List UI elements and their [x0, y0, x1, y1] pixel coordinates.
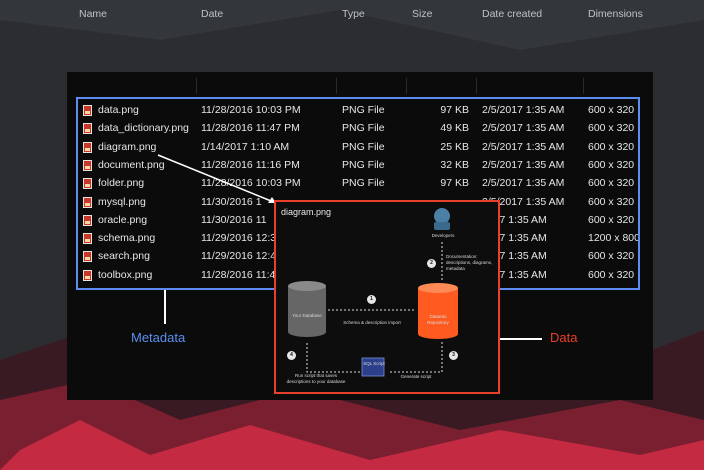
- png-file-icon: [83, 141, 92, 153]
- file-row[interactable]: data_dictionary.png 11/28/2016 11:47 PM PN…: [79, 120, 639, 138]
- data-label: Data: [550, 330, 578, 345]
- documentation-label: Documentation: descriptions, diagrams, m…: [446, 254, 493, 271]
- column-divider[interactable]: [583, 78, 584, 94]
- step-badge: 4: [287, 351, 296, 360]
- file-name: document.png: [98, 158, 165, 171]
- file-row[interactable]: folder.png 11/28/2016 10:03 PM PNG File 97 …: [79, 175, 639, 193]
- file-date: 11/30/2016 11: [201, 213, 267, 226]
- file-type: PNG File: [342, 122, 385, 135]
- sql-script-label: SQL Script: [363, 361, 385, 366]
- file-name: mysql.png: [98, 195, 146, 208]
- person-label: Developers: [431, 233, 455, 238]
- preview-title: diagram.png: [281, 207, 332, 217]
- column-divider[interactable]: [476, 78, 477, 94]
- file-created: 2/5/2017 1:35 AM: [482, 104, 565, 116]
- file-type: PNG File: [342, 177, 385, 190]
- file-type: PNG File: [342, 158, 385, 171]
- file-name: oracle.png: [98, 213, 148, 226]
- repository-label: Dataedo Repository: [427, 314, 449, 325]
- column-divider[interactable]: [336, 78, 337, 94]
- file-dim: 600 x 320: [588, 104, 635, 116]
- metadata-connector-line: [164, 290, 166, 324]
- file-name: diagram.png: [98, 140, 157, 153]
- file-size: 25 KB: [440, 140, 469, 153]
- png-file-icon: [83, 178, 92, 190]
- file-dim: 600 x 320: [588, 158, 635, 171]
- column-header-size[interactable]: Size: [412, 8, 433, 20]
- file-size: 32 KB: [440, 158, 469, 171]
- png-file-icon: [83, 233, 92, 245]
- file-name: data_dictionary.png: [98, 122, 189, 135]
- generate-script-label: Generate script: [400, 374, 432, 379]
- file-name: folder.png: [98, 177, 145, 190]
- column-header-date[interactable]: Date: [201, 8, 224, 20]
- file-type: PNG File: [342, 140, 385, 153]
- file-dim: 600 x 320: [588, 140, 635, 153]
- file-date: 11/29/2016 12:4: [201, 250, 277, 263]
- png-file-icon: [83, 123, 92, 135]
- step-badge: 3: [449, 351, 458, 360]
- column-header-dimensions[interactable]: Dimensions: [588, 8, 643, 20]
- file-date: 11/28/2016 11:16 PM: [201, 158, 300, 171]
- column-header-date-created[interactable]: Date created: [482, 8, 543, 20]
- png-file-icon: [83, 251, 92, 263]
- file-size: 49 KB: [440, 122, 469, 135]
- file-dim: 600 x 320: [588, 122, 635, 135]
- file-name: data.png: [98, 104, 139, 116]
- file-created: 2/5/2017 1:35 AM: [482, 158, 565, 171]
- file-date: 11/28/2016 10:03 PM: [201, 104, 301, 116]
- data-connector-line: [500, 338, 542, 340]
- column-header-type[interactable]: Type: [342, 8, 365, 20]
- file-row[interactable]: diagram.png 1/14/2017 1:10 AM PNG File 25 K…: [79, 139, 639, 157]
- file-row[interactable]: mysql.png 11/30/2016 1 2/5/2017 1:35 AM 600…: [79, 194, 639, 212]
- png-file-icon: [83, 214, 92, 226]
- step-badge: 2: [427, 259, 436, 268]
- run-script-label: Run script that saves descriptions to yo…: [286, 373, 346, 384]
- file-dim: 600 x 320: [588, 268, 635, 281]
- your-database-label: Your Database: [292, 313, 322, 318]
- step-badge: 1: [367, 295, 376, 304]
- column-divider[interactable]: [196, 78, 197, 94]
- png-file-icon: [83, 196, 92, 208]
- file-created: 2/5/2017 1:35 AM: [482, 177, 565, 190]
- file-dim: 600 x 320: [588, 177, 635, 190]
- file-row[interactable]: data.png 11/28/2016 10:03 PM PNG File 97 KB…: [79, 102, 639, 120]
- file-date: 11/30/2016 1: [201, 195, 262, 208]
- dataedo-diagram: [288, 208, 458, 377]
- file-dim: 600 x 320: [588, 250, 635, 263]
- file-size: 97 KB: [440, 177, 469, 190]
- column-divider[interactable]: [406, 78, 407, 94]
- metadata-label: Metadata: [131, 330, 186, 345]
- file-date: 11/28/2016 11:47 PM: [201, 122, 300, 135]
- file-row[interactable]: document.png 11/28/2016 11:16 PM PNG File 3…: [79, 157, 639, 175]
- file-created: 2/5/2017 1:35 AM: [482, 195, 565, 208]
- file-created: 2/5/2017 1:35 AM: [482, 140, 565, 153]
- file-name: toolbox.png: [98, 268, 153, 281]
- file-date: 11/28/2016 10:03 PM: [201, 177, 301, 190]
- file-date: 1/14/2017 1:10 AM: [201, 140, 290, 153]
- import-label: Schema & description import: [343, 320, 401, 325]
- file-type: PNG File: [342, 104, 385, 116]
- file-size: 97 KB: [440, 104, 469, 116]
- file-dim: 1200 x 800: [588, 232, 640, 245]
- file-name: search.png: [98, 250, 150, 263]
- file-date: 11/28/2016 11:4: [201, 268, 276, 281]
- png-file-icon: [83, 269, 92, 281]
- file-dim: 600 x 320: [588, 195, 635, 208]
- file-dim: 600 x 320: [588, 213, 635, 226]
- file-date: 11/29/2016 12:3: [201, 232, 277, 245]
- png-file-icon: [83, 159, 92, 171]
- column-header-name[interactable]: Name: [79, 8, 108, 20]
- file-created: 2/5/2017 1:35 AM: [482, 122, 565, 135]
- png-file-icon: [83, 105, 92, 116]
- file-name: schema.png: [98, 232, 156, 245]
